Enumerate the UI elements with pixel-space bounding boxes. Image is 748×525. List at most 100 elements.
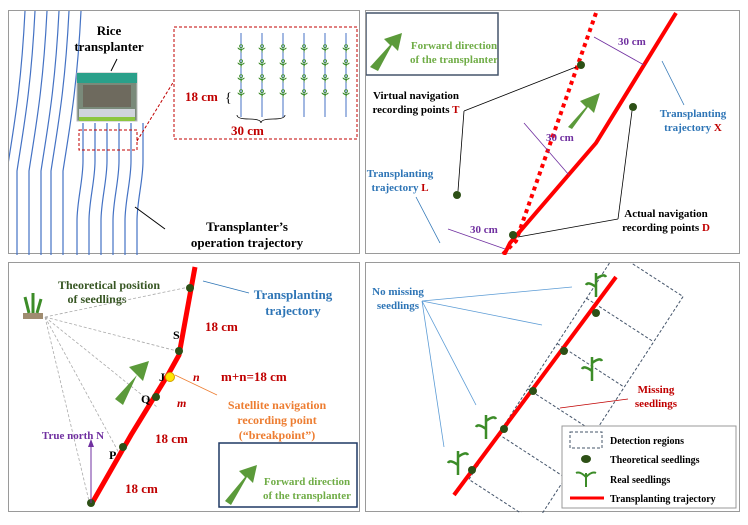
legend-real-seedling-icon [575,471,597,487]
n-label: n [193,370,200,384]
real-seedling-icon [474,415,498,439]
panel-b-recording-points: Forward direction of the transplanter 30… [365,10,740,255]
seedling-icon: ⚘ [299,42,310,56]
seedling-point-top[interactable] [186,284,194,292]
trajectory-label-line2: trajectory [265,303,321,318]
spacing-label-top: 30 cm [618,36,646,48]
actual-trajectory-x[interactable] [502,11,678,255]
virtual-pointer-arrows [457,66,577,192]
breakpoint-label-line1: Satellite navigation [228,398,327,412]
actual-label-line2: recording points D [622,222,710,234]
trajectory-x-line2: trajectory X [664,122,722,134]
m-label: m [177,396,186,410]
point-j-label: J [159,370,165,384]
seedling-icon: ⚘ [236,42,247,56]
distance-label-middle: 18 cm [155,431,188,446]
row-spacing-label: 18 cm [185,89,218,104]
seedling-icon: ⚘ [278,42,289,56]
seedling-icon: ⚘ [257,42,268,56]
real-seedling-icon [580,357,604,381]
missing-label-line1: Missing [638,384,675,396]
panel-d-canvas: No missing seedlings Missing seedlings D… [372,263,737,513]
column-brace-icon [236,114,286,124]
actual-pointer-arrows [517,110,633,238]
legend-detection-icon [569,431,603,449]
seedling-point-s[interactable] [175,347,183,355]
seedling-point-q[interactable] [152,393,160,401]
seedling-point-p[interactable] [119,443,127,451]
seedling-grid: ⚘⚘⚘⚘⚘⚘⚘⚘⚘⚘⚘⚘⚘⚘⚘⚘⚘⚘⚘⚘⚘⚘⚘⚘ [236,33,352,117]
breakpoint-label-line3: (“breakpoint”) [239,428,315,442]
forward-legend-box [218,442,358,508]
real-seedling-icon [446,451,470,475]
seedling-icon [23,293,43,319]
field-line [112,123,120,255]
transplanting-trajectory[interactable] [452,275,618,497]
spacing-arrow-middle [523,122,570,176]
seedling-icon: ⚘ [320,87,331,101]
field-line [50,11,70,255]
distance-label-top: 18 cm [205,319,238,334]
seedling-icon: ⚘ [299,57,310,71]
virtual-label-line2: recording points T [372,104,460,116]
seedling-icon: ⚘ [341,72,352,86]
rice-pointer-arrow [110,58,118,72]
point-p-label: P [109,448,116,462]
legend-detection-label: Detection regions [610,436,684,447]
trajectory-pointer-arrow [134,206,166,230]
distance-label-bottom: 18 cm [125,481,158,496]
virtual-point-t-lower[interactable] [453,191,461,199]
missing-label-line2: seedlings [635,398,678,410]
forward-arrow-icon [225,465,257,505]
seedling-icon: ⚘ [236,87,247,101]
north-arrowhead-icon [88,439,94,447]
forward-arrow-icon [370,33,402,71]
true-north-label: True north N [42,430,104,442]
field-line [16,11,36,255]
field-line [9,11,26,162]
legend-box [561,425,737,509]
trajectory-l-line2: trajectory L [371,182,428,194]
actual-point-d-lower[interactable] [509,231,517,239]
panel-c-canvas: Theoretical position of seedlings S J Q … [23,266,358,508]
seedling-icon: ⚘ [320,42,331,56]
trajectory-label-line2: operation trajectory [191,235,304,250]
zoom-detail-box [173,26,358,140]
seedling-icon: ⚘ [257,87,268,101]
forward-legend-box [366,12,499,76]
spacing-arrow-bottom [447,228,506,250]
direction-arrow-icon [115,361,149,405]
theoretical-label-line1: Theoretical position [58,278,160,292]
legend-theoretical-icon [581,455,591,463]
seedling-icon: ⚘ [299,72,310,86]
no-missing-label-line1: No missing [372,286,424,298]
no-missing-label-line2: seedlings [377,300,420,312]
field-line [62,11,82,255]
forward-label-line2: of the transplanter [263,490,351,502]
seedling-icon: ⚘ [278,57,289,71]
spacing-label-bottom: 30 cm [470,224,498,236]
forward-label-line1: Forward direction [411,40,497,52]
seedling-icon: ⚘ [236,57,247,71]
seedling-icon: ⚘ [299,87,310,101]
virtual-point-t-upper[interactable] [577,61,585,69]
virtual-trajectory-l[interactable] [500,12,598,255]
seedling-icon: ⚘ [320,72,331,86]
theoretical-seedlings [468,309,600,474]
seedling-icon: ⚘ [320,57,331,71]
seedling-icon: ⚘ [236,72,247,86]
point-q-label: Q [141,392,150,406]
breakpoint-j[interactable] [165,372,175,382]
theoretical-pointer-lines [44,286,190,502]
panel-d-detection: No missing seedlings Missing seedlings D… [365,262,740,513]
rice-transplanter-image [76,72,138,122]
field-line [76,123,84,255]
spacing-label-middle: 30 cm [546,132,574,144]
zoom-source-box [78,129,138,151]
trajectory-label-line1: Transplanting [254,287,333,302]
field-line [28,11,48,255]
panel-b-canvas: Forward direction of the transplanter 30… [366,11,727,255]
actual-point-d-upper[interactable] [629,103,637,111]
spacing-arrow-top [593,36,645,66]
field-line [136,123,144,255]
